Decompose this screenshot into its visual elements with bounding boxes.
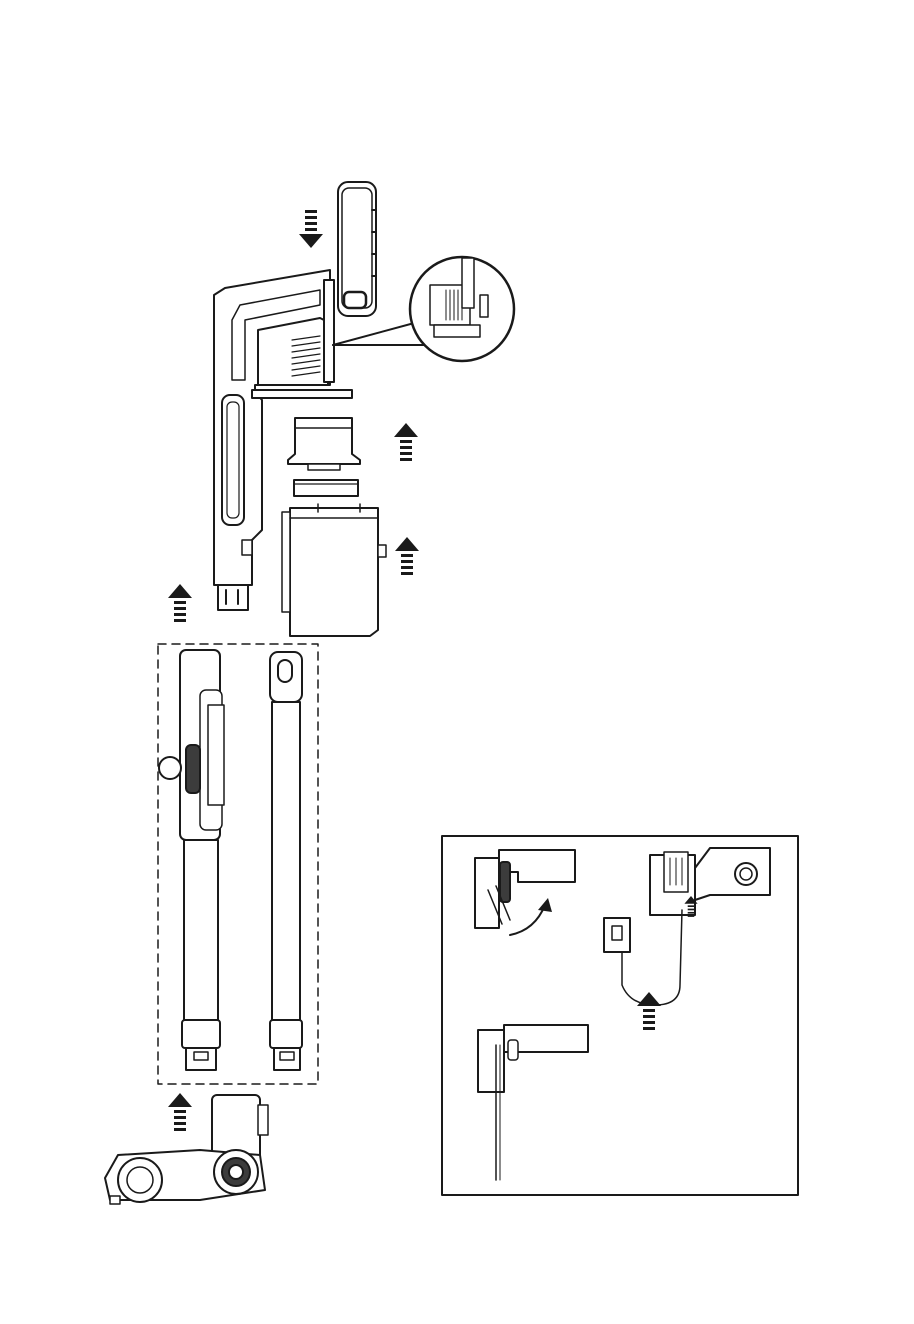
insert-arrow-battery [299,210,323,248]
battery-pack [338,182,376,316]
insert-arrow-filter [394,423,418,461]
floor-head [105,1095,268,1204]
insert-arrow-floorhead [168,1093,192,1131]
straight-tube [270,652,302,1070]
filter-ring [294,480,358,496]
dust-cup [282,504,386,636]
flex-tube [159,650,224,1070]
insert-arrow-tube [168,584,192,622]
insert-arrow-dustcup [395,537,419,575]
filter [288,418,360,470]
wall-mount-inset [442,836,798,1195]
